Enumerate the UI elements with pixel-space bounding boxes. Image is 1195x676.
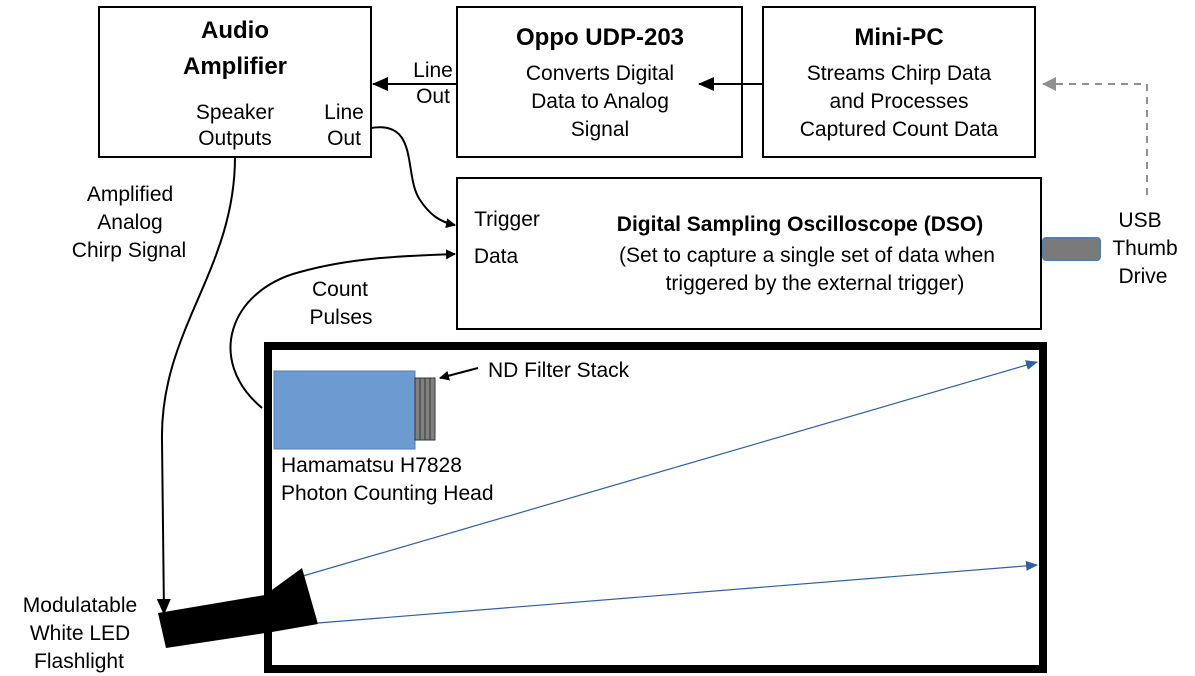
hamamatsu-label-1: Hamamatsu H7828 [281, 454, 462, 477]
nd-filter-stack [414, 377, 436, 441]
usb-label-2: Thumb [1112, 237, 1177, 260]
hamamatsu-label-2: Photon Counting Head [281, 482, 494, 505]
mini-pc-body-2: and Processes [830, 90, 969, 113]
audio-amplifier-title-1: Audio [201, 17, 269, 44]
dso-frame [456, 177, 1042, 330]
mini-pc-frame [762, 6, 1036, 158]
dso-body-2: triggered by the external trigger) [666, 272, 965, 295]
dso-data-label: Data [474, 245, 519, 268]
oppo-body-1: Converts Digital [526, 62, 674, 85]
oppo-body-2: Data to Analog [531, 90, 669, 113]
audio-amplifier-frame [98, 6, 372, 158]
flashlight-shape [158, 568, 318, 648]
audio-amplifier-title-2: Amplifier [183, 53, 287, 80]
usb-drive-shape [1042, 237, 1101, 261]
audio-amplifier-box: Audio Amplifier Speaker Outputs Line Out [98, 6, 372, 158]
amp-line-out-label-1: Line [324, 101, 364, 124]
flashlight-label-2: White LED [30, 622, 130, 645]
mini-pc-body-3: Captured Count Data [800, 118, 999, 141]
dso-body-1: (Set to capture a single set of data whe… [619, 244, 995, 267]
oppo-body-3: Signal [571, 118, 629, 141]
oppo-frame [456, 6, 743, 158]
usb-to-minipc-dashed-arrow [1042, 77, 1148, 195]
oppo-title: Oppo UDP-203 [516, 24, 684, 51]
nd-filter-label: ND Filter Stack [488, 359, 630, 382]
oppo-line-out-label-2: Out [416, 85, 450, 108]
count-pulses-label-1: Count [312, 278, 368, 301]
amp-line-out-label-2: Out [327, 127, 361, 150]
amplified-signal-label-2: Analog [97, 211, 162, 234]
mini-pc-box: Mini-PC Streams Chirp Data and Processes… [762, 6, 1036, 158]
oppo-box: Oppo UDP-203 Converts Digital Data to An… [413, 6, 743, 158]
light-ray-lower [317, 560, 1038, 624]
mini-pc-body-1: Streams Chirp Data [807, 62, 992, 85]
usb-label-1: USB [1118, 209, 1161, 232]
flashlight-label-1: Modulatable [23, 594, 137, 617]
count-pulses-label-2: Pulses [309, 306, 372, 329]
light-ray-upper [295, 360, 1038, 579]
usb-label-3: Drive [1118, 265, 1167, 288]
speaker-to-flashlight-curve [156, 156, 236, 615]
usb-thumb-drive: USB Thumb Drive [1042, 209, 1178, 288]
speaker-outputs-label-2: Outputs [198, 127, 272, 150]
mini-pc-title: Mini-PC [854, 24, 943, 51]
amplified-signal-label-3: Chirp Signal [72, 239, 186, 262]
pmt-head [273, 370, 416, 450]
dso-trigger-label: Trigger [474, 208, 540, 231]
dso-box: Trigger Data Digital Sampling Oscillosco… [456, 177, 1042, 330]
amplified-signal-label-1: Amplified [87, 183, 173, 206]
speaker-outputs-label-1: Speaker [196, 101, 274, 124]
dso-title: Digital Sampling Oscilloscope (DSO) [617, 213, 983, 236]
oppo-line-out-label-1: Line [413, 59, 453, 82]
flashlight-label-3: Flashlight [34, 650, 124, 673]
count-pulses-curve [229, 249, 456, 409]
line-out-to-trigger-curve [370, 126, 456, 229]
nd-filter-pointer [439, 367, 479, 381]
